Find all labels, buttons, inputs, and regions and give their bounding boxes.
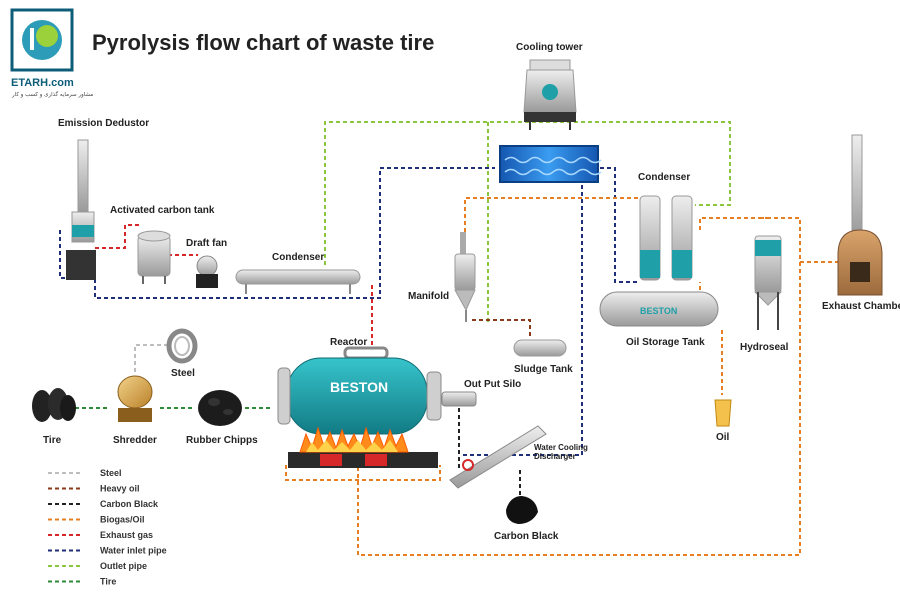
condenser-right: Condenser (638, 172, 693, 281)
oil-label: Oil (716, 432, 730, 443)
rubber-chips: Rubber Chipps (186, 390, 258, 446)
draft-fan-label: Draft fan (186, 238, 227, 249)
logo-bar (30, 28, 34, 50)
activated-carbon-tank: Activated carbon tank (110, 205, 215, 284)
emission-dedustor-label: Emission Dedustor (58, 118, 149, 129)
condenser-left: Condenser (235, 252, 361, 294)
output-silo-label: Out Put Silo (464, 379, 521, 390)
exhaust-chamber: Exhaust Chamber (822, 134, 900, 312)
water-cooling-discharger: Water Cooling Discharger (449, 425, 588, 489)
biogas-pipe-2 (699, 217, 768, 230)
oil-tank-brand: BESTON (640, 306, 677, 316)
legend-label: Steel (100, 468, 122, 478)
exhaust-chamber-label: Exhaust Chamber (822, 301, 900, 312)
legend-label: Outlet pipe (100, 561, 147, 571)
logo-tagline: مشاور سرمایه گذاری و کسب و کار (11, 91, 93, 98)
draft-fan: Draft fan (186, 238, 227, 288)
oil-storage-tank: BESTON Oil Storage Tank (599, 291, 719, 348)
sludge-tank-label: Sludge Tank (514, 364, 573, 375)
shredder-label: Shredder (113, 435, 157, 446)
water-inlet-pipe (94, 167, 495, 299)
burner-gas-pipe (285, 465, 441, 481)
water-cooling-discharger-label-2: Discharger (534, 452, 576, 461)
legend-label: Water inlet pipe (100, 546, 167, 556)
pipes (59, 121, 838, 556)
rubber-chips-label: Rubber Chipps (186, 435, 258, 446)
activated-carbon-tank-label: Activated carbon tank (110, 205, 215, 216)
legend-label: Carbon Black (100, 499, 159, 509)
legend-label: Exhaust gas (100, 530, 153, 540)
cooling-tower-logo-icon (542, 84, 558, 100)
reactor-label: Reactor (330, 337, 367, 348)
carbon-black-product: Carbon Black (494, 496, 559, 542)
outlet-pipe (324, 121, 731, 265)
heavy-oil-pipe (472, 319, 531, 338)
legend-label: Heavy oil (100, 484, 140, 494)
tire-product: Tire (32, 388, 76, 446)
cooling-tower: Cooling tower (516, 42, 583, 130)
burner-flames (299, 426, 409, 453)
reactor: BESTON Reactor (277, 337, 442, 468)
cooling-tower-label: Cooling tower (516, 42, 583, 53)
emission-dedustor: Emission Dedustor (58, 118, 149, 280)
manifold-label: Manifold (408, 291, 449, 302)
biogas-pipe (464, 197, 640, 232)
oil-product: Oil (714, 399, 732, 443)
water-inlet-pipe-3 (600, 167, 640, 283)
condenser-left-label: Condenser (272, 252, 324, 263)
sludge-tank: Sludge Tank (513, 339, 573, 375)
steel-pipe (134, 344, 168, 375)
chart-title: Pyrolysis flow chart of waste tire (92, 30, 434, 55)
steel-label: Steel (171, 368, 195, 379)
water-tank (499, 145, 602, 183)
shredder: Shredder (113, 375, 157, 446)
hydroseal-label: Hydroseal (740, 342, 789, 353)
output-silo: Out Put Silo (441, 379, 521, 407)
steel-product: Steel (166, 328, 198, 379)
oil-storage-tank-label: Oil Storage Tank (626, 337, 705, 348)
water-cooling-discharger-label-1: Water Cooling (534, 443, 588, 452)
logo-name: ETARH.com (11, 77, 74, 89)
exhaust-gas-pipe (95, 224, 140, 249)
logo-leaf-icon (36, 25, 58, 47)
carbon-black-label: Carbon Black (494, 531, 559, 542)
hydroseal: Hydroseal (740, 235, 789, 353)
reactor-brand: BESTON (330, 379, 388, 395)
biogas-pipe-3 (357, 217, 801, 556)
tire-label: Tire (43, 435, 62, 446)
legend-label: Tire (100, 577, 116, 587)
etarh-logo: ETARH.com مشاور سرمایه گذاری و کسب و کار (10, 8, 93, 98)
legend-label: Biogas/Oil (100, 515, 145, 525)
manifold: Manifold (408, 232, 476, 322)
condenser-right-label: Condenser (638, 172, 690, 183)
